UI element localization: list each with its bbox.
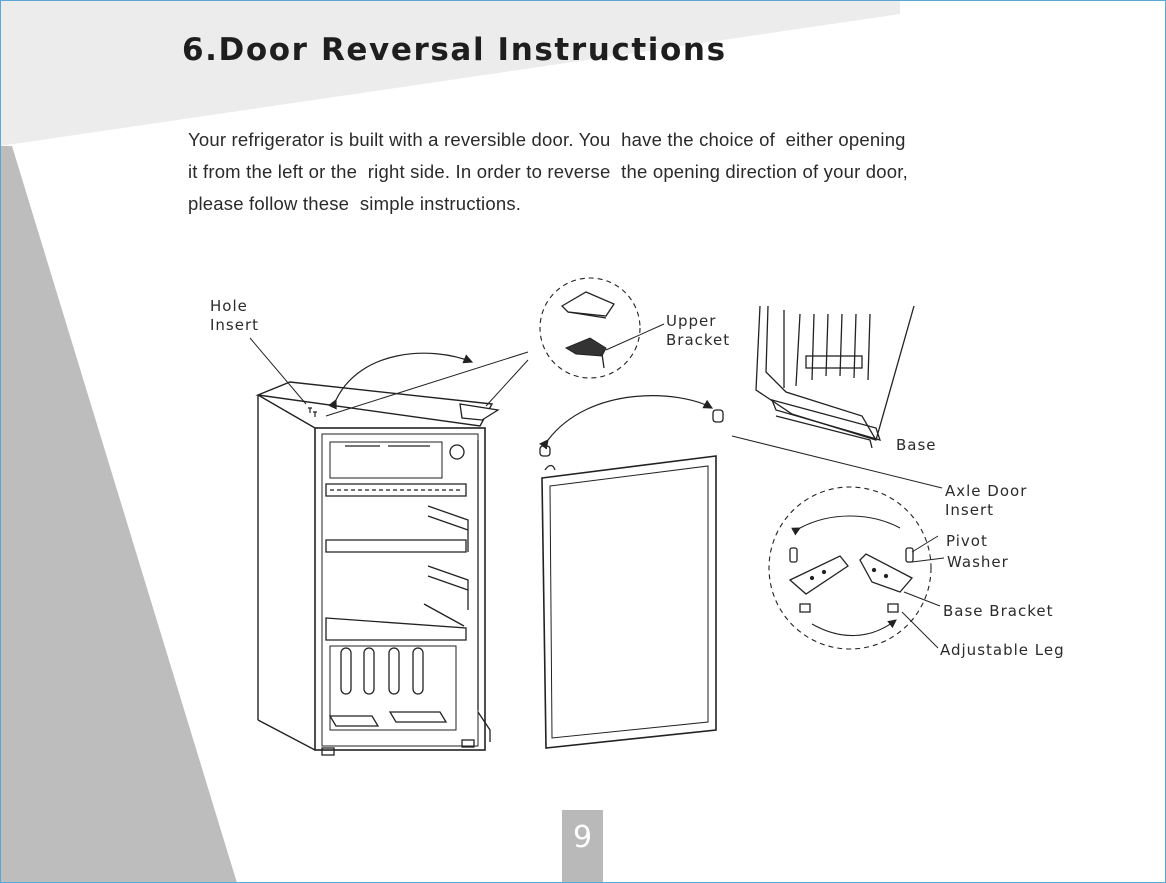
label-base-bracket: Base Bracket — [943, 602, 1054, 620]
intro-line-2: it from the left or the right side. In o… — [188, 161, 908, 182]
label-adjustable-leg: Adjustable Leg — [940, 641, 1065, 659]
base-illustration — [755, 305, 915, 449]
label-hole-insert-line-2: Insert — [210, 316, 260, 334]
label-base: Base — [896, 436, 937, 454]
label-hole-insert: Hole Insert — [210, 297, 259, 335]
base-bracket-detail — [768, 486, 945, 650]
label-axle-door-insert-line-2: Insert — [945, 501, 995, 519]
upper-bracket-detail — [539, 277, 665, 379]
label-washer: Washer — [947, 553, 1009, 571]
refrigerator-illustration — [249, 337, 529, 756]
label-pivot: Pivot — [946, 532, 988, 550]
door-illustration — [539, 395, 943, 749]
label-hole-insert-line-1: Hole — [210, 297, 248, 315]
label-axle-door-insert: Axle Door Insert — [945, 482, 1027, 520]
left-grey-wedge — [0, 146, 237, 883]
page-number: 9 — [572, 820, 593, 855]
label-upper-bracket-line-1: Upper — [666, 312, 717, 330]
page-number-box: 9 — [562, 810, 603, 883]
intro-line-1: Your refrigerator is built with a revers… — [188, 129, 906, 150]
intro-line-3: please follow these simple instructions. — [188, 193, 522, 214]
page-title: 6.Door Reversal Instructions — [182, 32, 727, 68]
label-axle-door-insert-line-1: Axle Door — [945, 482, 1028, 500]
label-upper-bracket-line-2: Bracket — [666, 331, 731, 349]
intro-paragraph: Your refrigerator is built with a revers… — [188, 124, 1048, 220]
label-upper-bracket: Upper Bracket — [666, 312, 730, 350]
header-band — [0, 0, 900, 146]
